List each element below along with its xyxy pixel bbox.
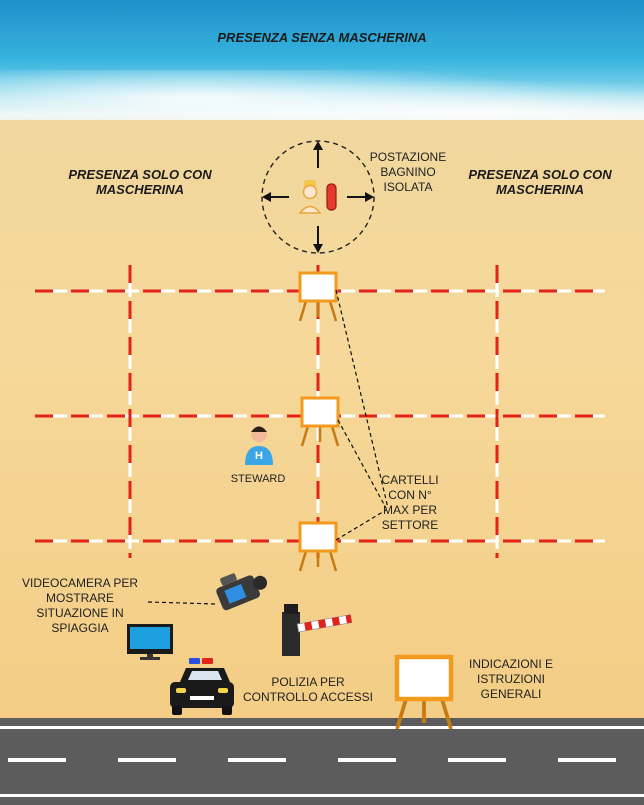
- police-label: POLIZIA PER CONTROLLO ACCESSI: [242, 675, 374, 704]
- sign-pointer-lines: [335, 289, 389, 541]
- road-dash: [558, 758, 616, 762]
- signs-label: CARTELLI CON N° MAX PER SETTORE: [381, 473, 439, 532]
- road-dash: [448, 758, 506, 762]
- right-zone-label: PRESENZA SOLO CON MASCHERINA: [468, 167, 612, 197]
- lifeguard-icon: [298, 180, 337, 214]
- steward-label: STEWARD: [230, 473, 286, 485]
- road-dash: [338, 758, 396, 762]
- steward-badge: H: [255, 450, 263, 462]
- road-dash: [228, 758, 286, 762]
- lifeguard-zone: [261, 140, 375, 254]
- info-easel-icon: [397, 657, 451, 729]
- easel-sign-icon: [300, 396, 340, 448]
- video-camera-icon: [147, 573, 268, 611]
- camera-label: VIDEOCAMERA PER MOSTRARE SITUAZIONE IN S…: [21, 576, 139, 635]
- sector-grid-horizontal: [35, 289, 605, 543]
- police-car-icon: [170, 658, 234, 715]
- barrier-gate-icon: [282, 604, 353, 656]
- left-zone-label: PRESENZA SOLO CON MASCHERINA: [68, 167, 212, 197]
- sea-zone-label: PRESENZA SENZA MASCHERINA: [217, 30, 427, 45]
- road-edge-bottom: [0, 794, 644, 797]
- steward-icon: [245, 426, 273, 465]
- monitor-icon: [127, 624, 173, 660]
- road-dash: [8, 758, 66, 762]
- road-edge-top: [0, 726, 644, 729]
- easel-sign-icon: [298, 271, 338, 323]
- easel-sign-icon: [298, 521, 338, 573]
- road: [0, 718, 644, 805]
- road-dash: [118, 758, 176, 762]
- info-label: INDICAZIONI E ISTRUZIONI GENERALI: [468, 657, 553, 701]
- lifeguard-label: POSTAZIONE BAGNINO ISOLATA: [369, 150, 447, 194]
